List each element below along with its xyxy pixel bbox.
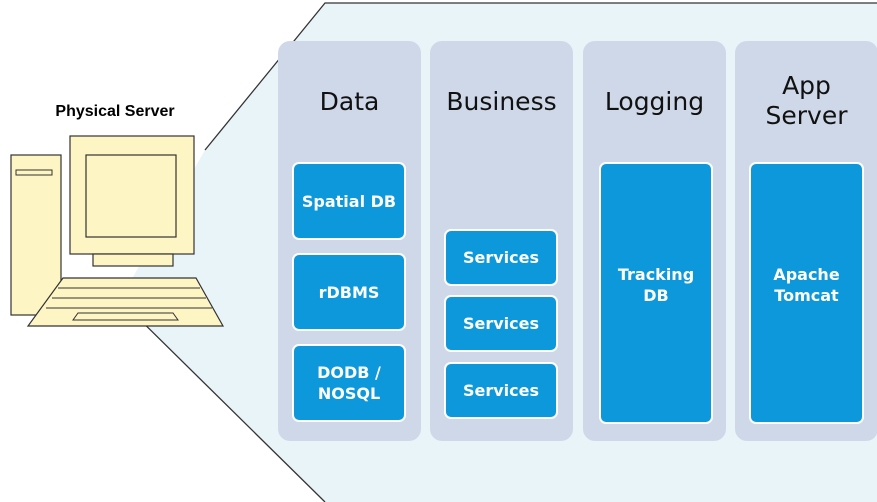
tracking-db-box: Tracking DB bbox=[599, 162, 713, 424]
computer-icon bbox=[10, 135, 225, 327]
services-box-1: Services bbox=[444, 229, 558, 286]
services-box-3: Services bbox=[444, 362, 558, 419]
logging-column-title: Logging bbox=[604, 87, 705, 116]
data-column-title: Data bbox=[319, 87, 380, 116]
app-server-column: App Server Apache Tomcat bbox=[735, 41, 877, 441]
spatial-db-box: Spatial DB bbox=[292, 162, 406, 240]
rdbms-box: rDBMS bbox=[292, 253, 406, 331]
logging-column: Logging Tracking DB bbox=[583, 41, 726, 441]
services-box-2: Services bbox=[444, 295, 558, 352]
dodb-nosql-box: DODB / NOSQL bbox=[292, 344, 406, 422]
apache-tomcat-box: Apache Tomcat bbox=[749, 162, 864, 424]
business-column: Business Services Services Services bbox=[430, 41, 573, 441]
data-column: Data Spatial DB rDBMS DODB / NOSQL bbox=[278, 41, 421, 441]
physical-server-label: Physical Server bbox=[31, 93, 199, 131]
business-column-title: Business bbox=[446, 87, 557, 116]
app-server-column-title: App Server bbox=[765, 71, 848, 130]
